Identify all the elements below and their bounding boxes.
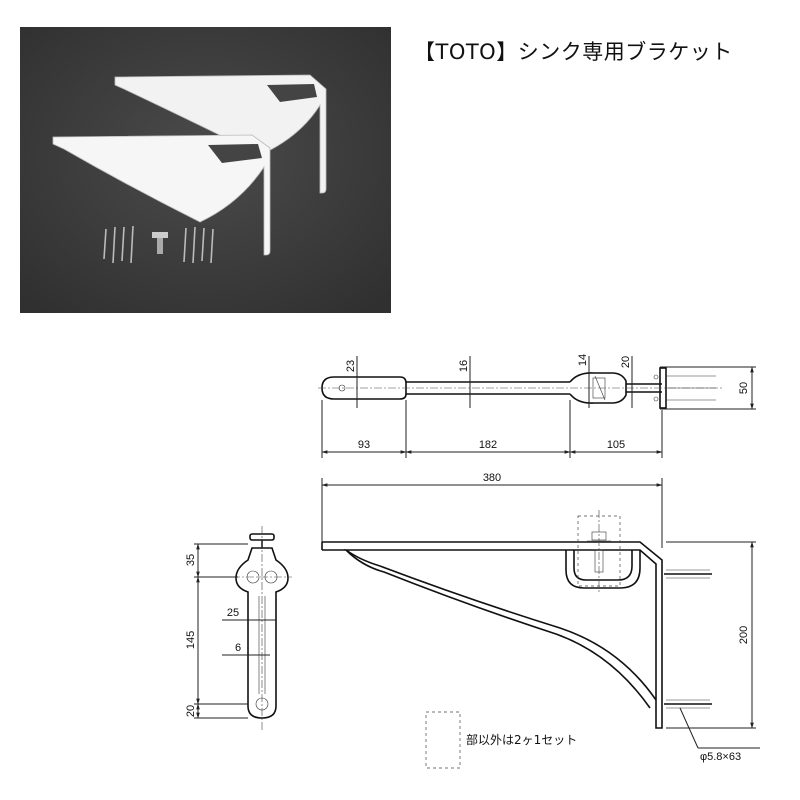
dim-screw: φ5.8×63	[700, 751, 741, 763]
dim-14: 14	[577, 354, 589, 366]
product-photo	[20, 27, 391, 313]
top-view-dimensions: 23 16 14 20 50 93 182 105	[321, 354, 756, 458]
side-view: 380 200 φ5.8×63	[321, 472, 760, 763]
dim-23: 23	[345, 360, 357, 372]
front-view: 35 145 20 25 6	[185, 526, 292, 730]
dim-35: 35	[185, 554, 197, 566]
dim-16: 16	[458, 360, 470, 372]
page-title: 【TOTO】シンク専用ブラケット	[414, 40, 733, 64]
top-view	[318, 367, 722, 409]
dim-182: 182	[479, 439, 497, 451]
dim-93: 93	[358, 439, 370, 451]
set-note: 部以外は2ヶ1セット	[425, 711, 577, 769]
bolt	[152, 232, 168, 254]
dim-145: 145	[185, 631, 197, 649]
screws-left	[103, 225, 134, 264]
set-note-text: 部以外は2ヶ1セット	[466, 732, 577, 747]
dim-20-bottom: 20	[185, 705, 197, 717]
dim-25: 25	[227, 607, 239, 619]
dim-50: 50	[738, 382, 750, 394]
screws-right	[183, 226, 214, 264]
dim-6: 6	[235, 642, 241, 654]
dim-105: 105	[607, 439, 625, 451]
dim-380: 380	[483, 472, 501, 484]
dim-20: 20	[620, 356, 632, 368]
bracket-lower	[52, 134, 271, 256]
bracket-upper	[114, 74, 327, 194]
dim-200: 200	[738, 626, 750, 644]
